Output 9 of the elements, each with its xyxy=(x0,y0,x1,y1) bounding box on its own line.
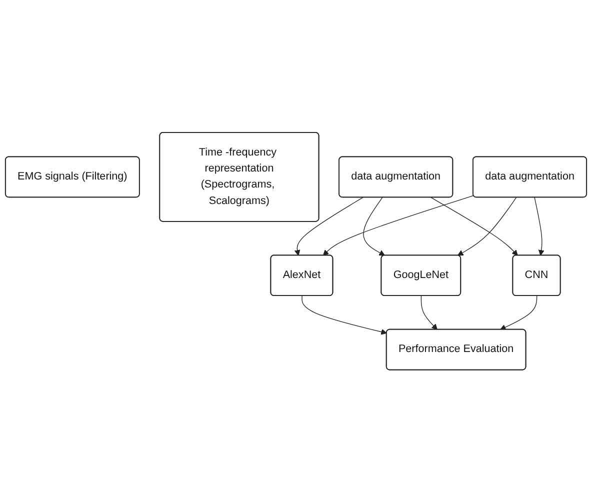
arrow xyxy=(363,197,385,256)
arrow xyxy=(430,197,518,256)
arrow xyxy=(294,197,364,256)
arrow xyxy=(534,197,544,256)
arrow xyxy=(302,296,387,335)
arrow xyxy=(500,296,538,330)
arrow xyxy=(457,197,517,256)
arrow xyxy=(420,296,438,330)
arrow xyxy=(322,195,474,256)
